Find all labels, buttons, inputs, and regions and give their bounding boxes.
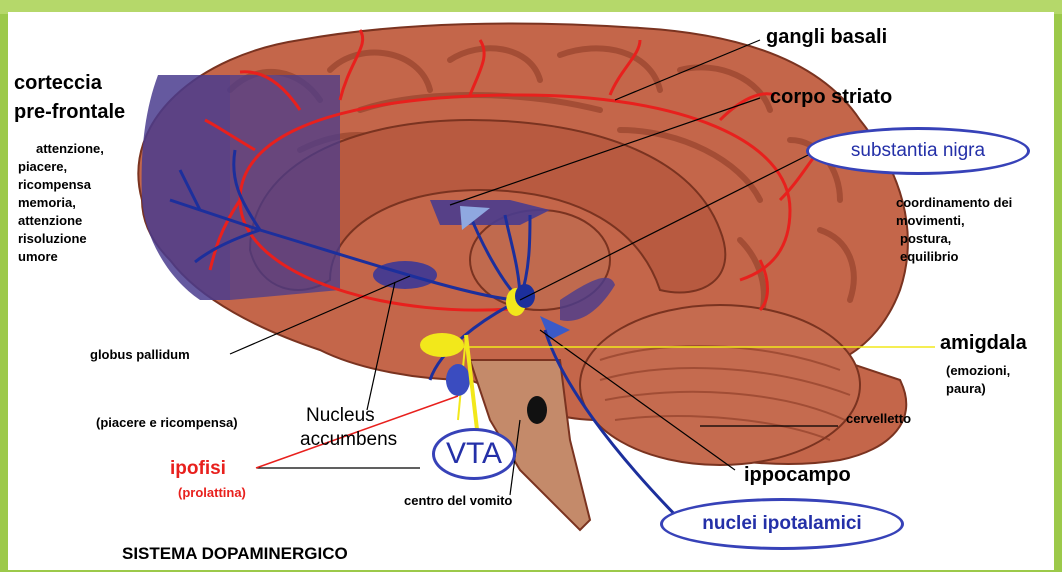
coordinamento-3: postura,	[896, 230, 1012, 248]
label-prolattina: (prolattina)	[178, 484, 246, 502]
label-nucleus-accumbens: Nucleus accumbens	[300, 404, 397, 452]
diagram-title: SISTEMA DOPAMINERGICO	[122, 544, 348, 564]
amigdala-sub-2: paura)	[946, 380, 1010, 398]
amygdala-node	[420, 333, 464, 357]
label-globus-pallidum: globus pallidum	[90, 346, 190, 364]
vta-node	[515, 284, 535, 308]
vta-text: VTA	[446, 437, 502, 471]
label-vta: VTA	[432, 428, 516, 480]
label-centro-vomito: centro del vomito	[404, 492, 512, 510]
coordinamento-text: coordinamento dei movimenti, postura, eq…	[896, 194, 1012, 266]
label-piacere-ricompensa: (piacere e ricompensa)	[96, 414, 238, 432]
nucleus-accumbens-node	[446, 364, 470, 396]
amigdala-sub-1: (emozioni,	[946, 362, 1010, 380]
prefrontal-function-7: umore	[18, 248, 104, 266]
nucleus-line1: Nucleus	[300, 404, 397, 428]
label-cervelletto: cervelletto	[846, 410, 911, 428]
coordinamento-2: movimenti,	[896, 212, 1012, 230]
label-amigdala: amigdala	[940, 332, 1027, 355]
vomiting-center-node	[527, 396, 547, 424]
prefrontal-functions: attenzione, piacere, ricompensa memoria,…	[18, 140, 104, 266]
prefrontal-title-line2: pre-frontale	[14, 101, 125, 124]
prefrontal-function-3: ricompensa	[18, 176, 104, 194]
label-nuclei-ipotalamici: nuclei ipotalamici	[660, 498, 904, 550]
label-corpo-striato: corpo striato	[770, 86, 892, 109]
prefrontal-function-4: memoria,	[18, 194, 104, 212]
label-gangli-basali: gangli basali	[766, 26, 887, 49]
coordinamento-4: equilibrio	[896, 248, 1012, 266]
prefrontal-function-6: risoluzione	[18, 230, 104, 248]
label-substantia-nigra: substantia nigra	[806, 127, 1030, 175]
prefrontal-function-5: attenzione	[18, 212, 104, 230]
prefrontal-title-line1: corteccia	[14, 72, 102, 95]
nuclei-ipotalamici-text: nuclei ipotalamici	[702, 513, 861, 535]
coordinamento-1: coordinamento dei	[896, 194, 1012, 212]
prefrontal-function-1: attenzione,	[18, 140, 104, 158]
prefrontal-function-2: piacere,	[18, 158, 104, 176]
label-ippocampo: ippocampo	[744, 464, 851, 487]
label-ipofisi: ipofisi	[170, 458, 226, 480]
amigdala-sub: (emozioni, paura)	[946, 362, 1010, 398]
substantia-nigra-text: substantia nigra	[851, 140, 985, 162]
nucleus-line2: accumbens	[300, 428, 397, 452]
